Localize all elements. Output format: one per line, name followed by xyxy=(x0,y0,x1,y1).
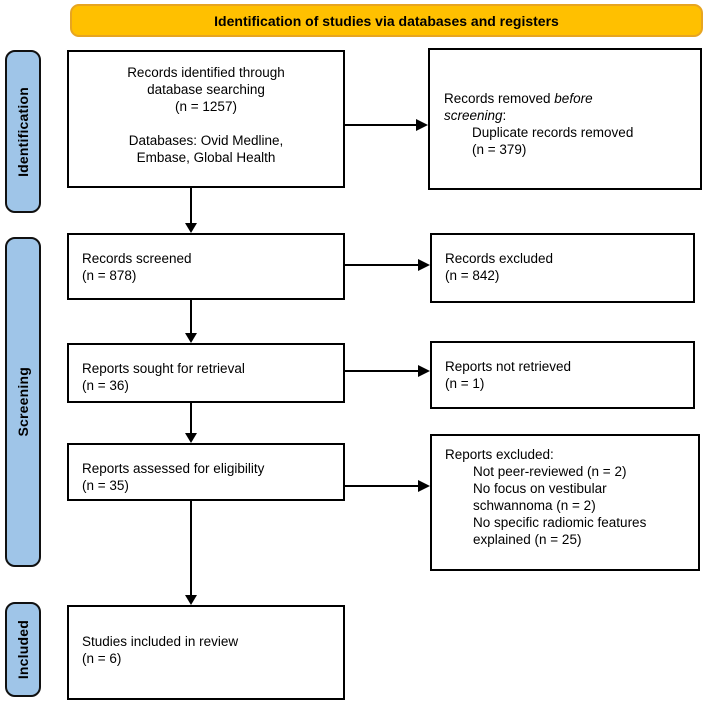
box-line: Databases: Ovid Medline, xyxy=(128,133,284,148)
box-line: Reports assessed for eligibility xyxy=(82,461,265,476)
arrow-sought-to-not-retrieved xyxy=(345,370,419,372)
arrow-assessed-to-included xyxy=(190,501,192,596)
arrow-sought-to-assessed xyxy=(190,403,192,434)
box-line: Reports excluded: xyxy=(445,447,554,462)
box-line: explained (n = 25) xyxy=(473,532,582,547)
sidebar-included: Included xyxy=(5,602,41,697)
box-text: Records removed xyxy=(444,91,555,106)
box-line: No focus on vestibular xyxy=(473,481,607,496)
records-excluded-box: Records excluded (n = 842) xyxy=(430,233,695,303)
arrow-identified-to-screened xyxy=(190,188,192,223)
sidebar-identification: Identification xyxy=(5,50,41,213)
sidebar-screening-label: Screening xyxy=(15,367,31,437)
arrowhead-right-icon xyxy=(418,259,430,271)
box-line: Duplicate records removed xyxy=(472,125,634,140)
box-line: schwannoma (n = 2) xyxy=(473,498,596,513)
box-line: (n = 1) xyxy=(445,376,485,391)
box-line: Reports not retrieved xyxy=(445,359,572,374)
box-text: : xyxy=(502,108,507,123)
sidebar-screening: Screening xyxy=(5,237,41,567)
banner: Identification of studies via databases … xyxy=(70,4,703,37)
records-identified-box: Records identified through database sear… xyxy=(67,50,345,188)
arrow-assessed-to-excluded xyxy=(345,485,419,487)
box-line: Records removed before xyxy=(444,90,690,107)
banner-title: Identification of studies via databases … xyxy=(214,12,559,29)
arrowhead-right-icon xyxy=(418,480,430,492)
reports-not-retrieved-box: Reports not retrieved (n = 1) xyxy=(430,341,695,409)
box-line: Studies included in review xyxy=(82,634,239,649)
box-line: Reports sought for retrieval xyxy=(82,361,245,376)
sidebar-identification-label: Identification xyxy=(15,86,31,177)
reports-sought-box: Reports sought for retrieval (n = 36) xyxy=(67,343,345,403)
sidebar-included-label: Included xyxy=(15,619,31,680)
box-line: Embase, Global Health xyxy=(136,150,276,165)
reports-assessed-box: Reports assessed for eligibility (n = 35… xyxy=(67,443,345,501)
arrowhead-right-icon xyxy=(418,365,430,377)
arrow-identified-to-removed xyxy=(345,124,417,126)
box-line: Records identified through xyxy=(127,65,285,80)
arrow-screened-to-excluded xyxy=(345,264,419,266)
arrowhead-down-icon xyxy=(185,333,197,343)
box-line: (n = 878) xyxy=(82,268,137,283)
box-line: (n = 6) xyxy=(82,651,122,666)
box-line: (n = 842) xyxy=(445,268,500,283)
box-text-italic: before xyxy=(554,91,593,106)
arrow-screened-to-sought xyxy=(190,300,192,334)
box-line: (n = 36) xyxy=(82,378,129,393)
box-line: (n = 35) xyxy=(82,478,129,493)
box-line: Records screened xyxy=(82,251,192,266)
arrowhead-down-icon xyxy=(185,595,197,605)
studies-included-box: Studies included in review (n = 6) xyxy=(67,605,345,700)
arrowhead-right-icon xyxy=(416,119,428,131)
databases-note: Databases: Ovid Medline, Embase, Global … xyxy=(69,132,343,166)
box-line: database searching xyxy=(147,82,265,97)
box-text-italic: screening xyxy=(444,108,503,123)
box-line: (n = 1257) xyxy=(175,99,237,114)
records-removed-box: Records removed before screening: Duplic… xyxy=(428,48,702,190)
box-line: screening: xyxy=(444,107,690,124)
arrowhead-down-icon xyxy=(185,433,197,443)
box-line: (n = 379) xyxy=(472,142,527,157)
reports-excluded-box: Reports excluded: Not peer-reviewed (n =… xyxy=(430,434,700,571)
records-screened-box: Records screened (n = 878) xyxy=(67,233,345,300)
box-line: Records excluded xyxy=(445,251,554,266)
box-line: No specific radiomic features xyxy=(473,515,647,530)
arrowhead-down-icon xyxy=(185,223,197,233)
box-line: Not peer-reviewed (n = 2) xyxy=(473,464,627,479)
